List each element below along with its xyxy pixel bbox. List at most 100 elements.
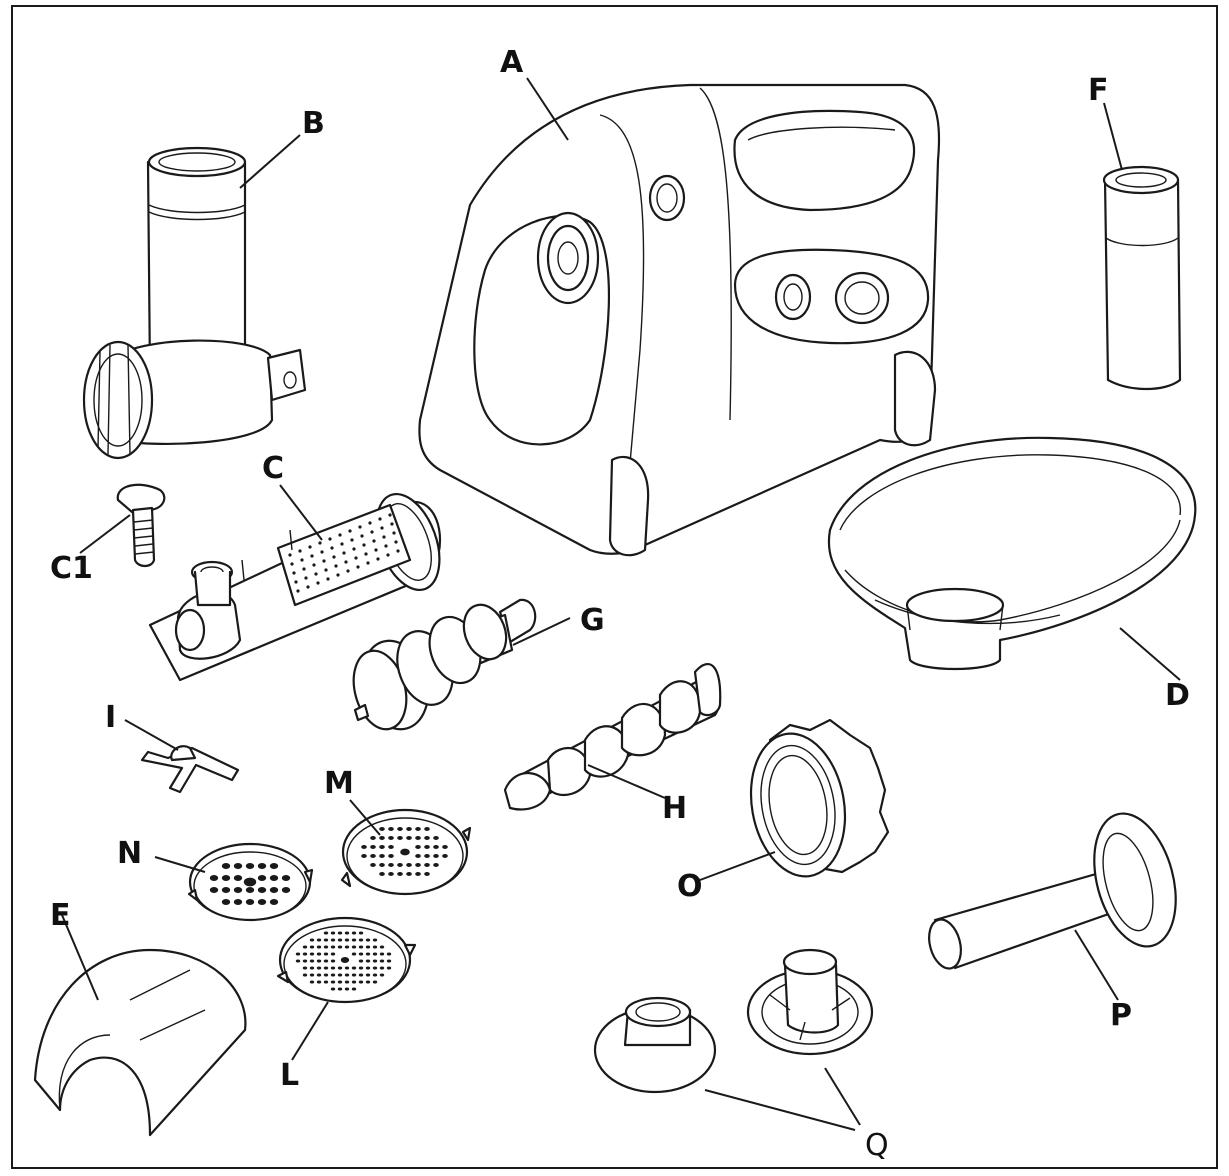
filter-hole (356, 565, 360, 569)
perforation-hole (302, 952, 308, 956)
filter-hole (318, 541, 322, 545)
plate-center-hole (340, 957, 350, 963)
filter-hole (380, 526, 384, 530)
perforation-hole (302, 966, 308, 970)
perforation-hole (361, 854, 367, 858)
perforation-hole (330, 966, 336, 970)
perforation-hole (316, 973, 322, 977)
perforation-hole (370, 845, 376, 849)
filter-hole (342, 551, 346, 555)
part-g-worm-screw (352, 598, 537, 731)
filter-hole (336, 573, 340, 577)
plate-center-hole (400, 848, 410, 856)
perforation-hole (424, 827, 430, 831)
filter-hole (370, 530, 374, 534)
perforation-hole (365, 973, 371, 977)
label-b: B (302, 106, 325, 141)
label-i: I (105, 700, 116, 735)
perforation-hole (309, 938, 315, 942)
perforation-hole (372, 959, 378, 963)
leader-l (291, 1001, 329, 1061)
perforation-hole (397, 827, 403, 831)
perforation-hole (344, 973, 350, 977)
perforation-hole (323, 966, 329, 970)
perforation-hole (388, 854, 394, 858)
leader-p (1074, 929, 1119, 1001)
perforation-hole (379, 845, 385, 849)
perforation-hole (397, 863, 403, 867)
filter-hole (360, 534, 364, 538)
perforation-hole (388, 845, 394, 849)
label-d: D (1165, 678, 1190, 713)
perforation-hole (233, 875, 243, 881)
perforation-hole (221, 887, 231, 893)
perforation-hole (330, 952, 336, 956)
leader-n (154, 856, 206, 873)
perforation-hole (337, 980, 343, 984)
part-i-cross-blade (140, 745, 240, 794)
perforation-hole (221, 863, 231, 869)
part-o-ring-nut (749, 718, 890, 878)
perforation-hole (424, 845, 430, 849)
perforation-hole (351, 987, 357, 991)
perforation-hole (379, 872, 385, 876)
perforation-hole (316, 945, 322, 949)
perforation-hole (309, 966, 315, 970)
perforation-hole (337, 973, 343, 977)
perforation-hole (281, 875, 291, 881)
perforation-hole (323, 945, 329, 949)
perforation-hole (233, 899, 243, 905)
perforation-hole (221, 875, 231, 881)
perforation-hole (372, 938, 378, 942)
part-l-fine-plate (276, 916, 417, 1004)
perforation-hole (388, 863, 394, 867)
perforation-hole (379, 945, 385, 949)
perforation-hole (358, 952, 364, 956)
perforation-hole (365, 952, 371, 956)
perforation-hole (330, 931, 336, 935)
part-f-pusher (1102, 165, 1182, 390)
filter-hole (352, 547, 356, 551)
perforation-hole (379, 959, 385, 963)
perforation-hole (365, 966, 371, 970)
perforation-hole (365, 938, 371, 942)
label-p: P (1110, 998, 1132, 1033)
perforation-hole (372, 945, 378, 949)
filter-hole (330, 546, 334, 550)
plate-center-hole (243, 877, 257, 887)
filter-hole (362, 543, 366, 547)
perforation-hole (316, 938, 322, 942)
filter-hole (382, 535, 386, 539)
perforation-hole (370, 854, 376, 858)
filter-hole (328, 537, 332, 541)
perforation-hole (309, 959, 315, 963)
perforation-hole (379, 863, 385, 867)
leader-o (699, 851, 776, 881)
filter-hole (376, 557, 380, 561)
perforation-hole (316, 980, 322, 984)
perforation-hole (365, 980, 371, 984)
perforation-hole (330, 973, 336, 977)
perforation-hole (415, 854, 421, 858)
perforation-hole (365, 945, 371, 949)
perforation-hole (330, 945, 336, 949)
filter-hole (378, 517, 382, 521)
filter-hole (394, 540, 398, 544)
part-p-sausage-nozzle (928, 812, 1177, 970)
leader-h (587, 764, 666, 799)
leader-g (512, 617, 571, 646)
perforation-hole (209, 887, 219, 893)
perforation-hole (316, 966, 322, 970)
filter-hole (324, 568, 328, 572)
part-m-medium-plate (340, 808, 472, 896)
perforation-hole (245, 887, 255, 893)
label-q: Q (865, 1128, 889, 1163)
filter-hole (302, 567, 306, 571)
leader-lines (61, 77, 1181, 1131)
label-e: E (50, 898, 71, 933)
perforation-hole (323, 959, 329, 963)
part-c-filter-tube (148, 492, 442, 682)
perforation-hole (386, 966, 392, 970)
label-l: L (280, 1058, 299, 1093)
perforation-hole (372, 980, 378, 984)
